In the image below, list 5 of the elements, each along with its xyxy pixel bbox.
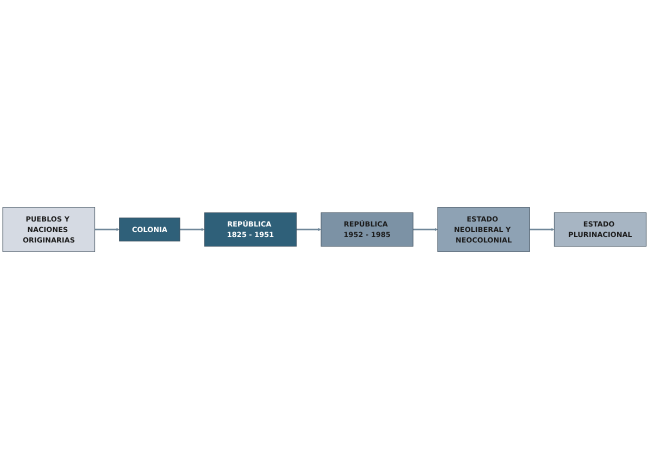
arrow <box>180 228 205 232</box>
arrow <box>530 228 554 232</box>
arrow <box>413 228 438 232</box>
arrow <box>94 228 120 232</box>
arrow <box>296 228 322 232</box>
